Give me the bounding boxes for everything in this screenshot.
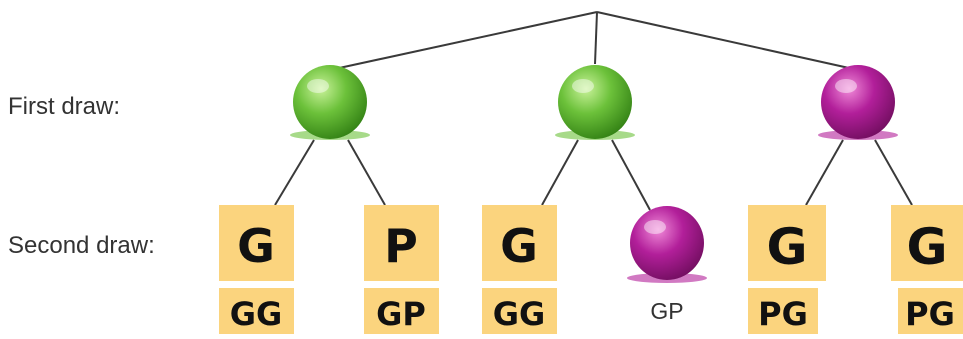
- branch-line: [805, 139, 844, 206]
- branch-line: [274, 139, 315, 206]
- branch-line: [596, 11, 859, 71]
- outcome-label: PG: [758, 295, 808, 333]
- outcome-note: GG: [219, 288, 294, 334]
- second-draw-note: G: [891, 205, 963, 281]
- first-draw-ball-green: [290, 65, 370, 140]
- branch-line: [874, 139, 913, 206]
- outcome-note: GG: [482, 288, 557, 334]
- note-letter: G: [766, 218, 807, 276]
- outcome-label: GG: [493, 295, 546, 333]
- branch-lines: [274, 11, 913, 211]
- second-draw-note: G: [748, 205, 826, 281]
- first-draw-label: First draw:: [8, 93, 121, 120]
- note-letter: P: [384, 219, 418, 273]
- note-letter: G: [237, 219, 275, 273]
- second-draw-ball-purple: [627, 206, 707, 283]
- branch-line: [594, 11, 598, 65]
- outcome-note: PG: [898, 288, 963, 334]
- branch-line: [541, 139, 579, 206]
- outcome-note: PG: [748, 288, 818, 334]
- second-draw-note: P: [364, 205, 439, 281]
- branch-line: [347, 139, 386, 206]
- branch-line: [329, 11, 598, 71]
- first-draw-ball-purple: [818, 65, 898, 140]
- outcome-label: GP: [376, 295, 426, 333]
- outcome-label: PG: [905, 295, 955, 333]
- note-letter: G: [500, 219, 538, 273]
- first-draw-ball-green: [555, 65, 635, 140]
- second-draw-label: Second draw:: [8, 232, 155, 259]
- note-letter: G: [906, 218, 947, 276]
- outcome-label: GG: [230, 295, 283, 333]
- branch-line: [611, 139, 651, 211]
- second-draw-note: G: [482, 205, 557, 281]
- outcome-label-printed: GP: [650, 298, 683, 324]
- outcome-note: GP: [364, 288, 439, 334]
- second-draw-note: G: [219, 205, 294, 281]
